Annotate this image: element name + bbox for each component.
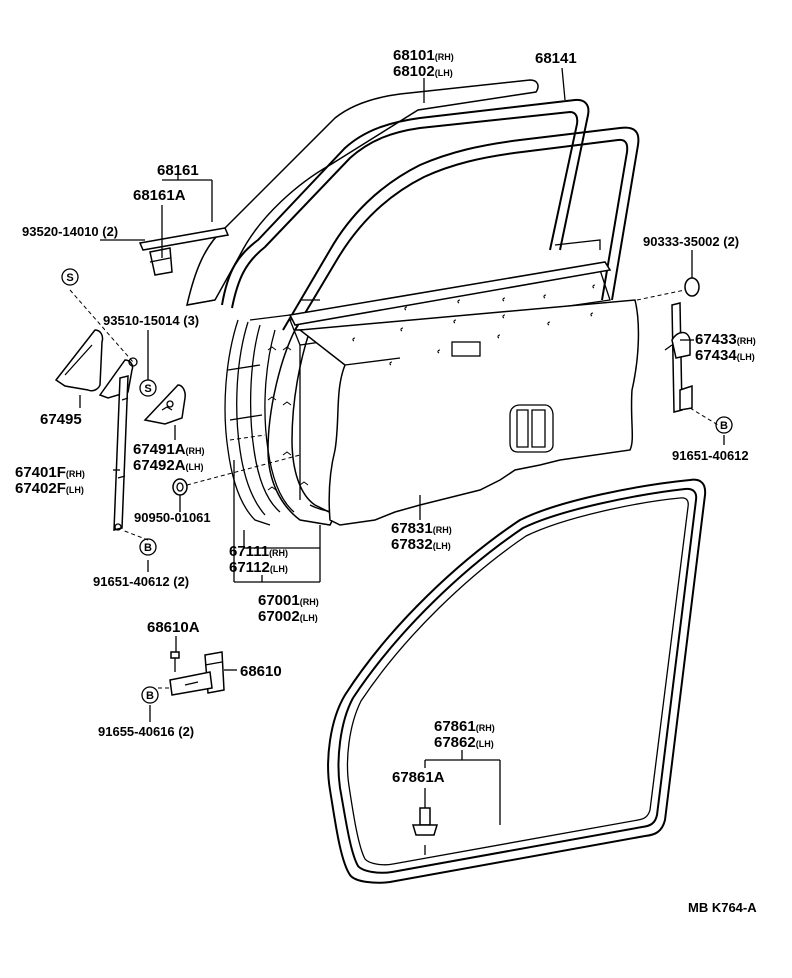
marker-s-upper: S — [61, 268, 79, 286]
label-68102: 68102(LH) — [393, 63, 453, 80]
label-67402f: 67402F(LH) — [15, 480, 84, 497]
front-window-channel — [113, 357, 138, 531]
label-67832: 67832(LH) — [391, 536, 451, 553]
marker-b-hinge: B — [141, 686, 159, 704]
svg-text:S: S — [144, 383, 151, 395]
door-shell — [224, 269, 611, 526]
label-67861: 67861(RH) — [434, 718, 495, 735]
label-91651-40612-left: 91651-40612 (2) — [93, 574, 189, 589]
label-67002: 67002(LH) — [258, 608, 318, 625]
label-67491a: 67491A(RH) — [133, 441, 205, 458]
inner-weatherstrip — [288, 261, 612, 326]
label-90950-01061: 90950-01061 — [134, 510, 211, 525]
marker-b-right: B — [715, 416, 733, 434]
door-trim-board — [298, 284, 640, 526]
weatherstrip-clip — [411, 807, 439, 855]
door-hinge — [169, 651, 225, 696]
marker-b-left: B — [139, 538, 157, 556]
svg-text:B: B — [144, 542, 152, 554]
label-67001: 67001(RH) — [258, 592, 319, 609]
label-93520-14010: 93520-14010 (2) — [22, 224, 118, 239]
rear-window-channel — [664, 302, 693, 413]
label-67401f: 67401F(RH) — [15, 464, 85, 481]
label-68161a: 68161A — [133, 187, 186, 204]
door-sash — [282, 126, 640, 331]
label-67111: 67111(RH) — [229, 543, 288, 560]
leader-lines — [69, 67, 725, 825]
door-glass — [186, 79, 539, 306]
label-67862: 67862(LH) — [434, 734, 494, 751]
label-67831: 67831(RH) — [391, 520, 452, 537]
door-weatherstrip — [327, 478, 707, 884]
label-68610: 68610 — [240, 663, 282, 680]
grommet-clip — [172, 478, 188, 496]
label-68610a: 68610A — [147, 619, 200, 636]
marker-s-lower: S — [139, 379, 157, 397]
label-91651-40612-right: 91651-40612 — [672, 448, 749, 463]
label-67433: 67433(RH) — [695, 331, 756, 348]
label-93510-15014: 93510-15014 (3) — [103, 313, 199, 328]
svg-text:B: B — [146, 690, 154, 702]
label-90333-35002: 90333-35002 (2) — [643, 234, 739, 249]
mirror-base — [54, 329, 186, 425]
label-67434: 67434(LH) — [695, 347, 755, 364]
diagram-code: MB K764-A — [688, 900, 757, 915]
label-68161: 68161 — [157, 162, 199, 179]
svg-text:S: S — [66, 272, 73, 284]
label-91655-40616: 91655-40616 (2) — [98, 724, 194, 739]
label-67861a: 67861A — [392, 769, 445, 786]
label-67495: 67495 — [40, 411, 82, 428]
label-68141: 68141 — [535, 50, 577, 67]
svg-text:B: B — [720, 420, 728, 432]
label-67492a: 67492A(LH) — [133, 457, 204, 474]
hole-plug — [684, 277, 700, 297]
glass-run-channel — [221, 98, 590, 309]
label-67112: 67112(LH) — [229, 559, 288, 576]
label-68101: 68101(RH) — [393, 47, 454, 64]
